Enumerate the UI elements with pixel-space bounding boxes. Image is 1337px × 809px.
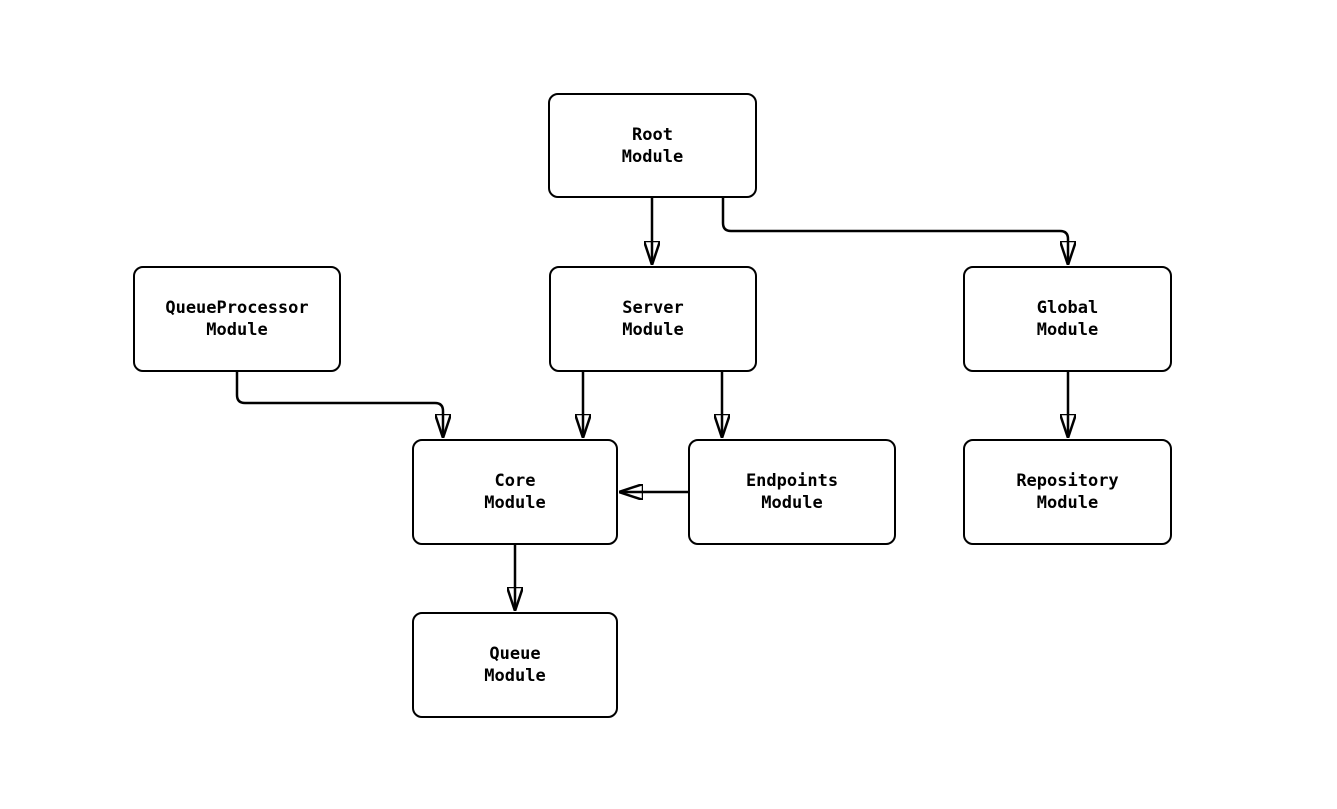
node-repository-module: Repository Module bbox=[963, 439, 1172, 545]
node-label-line: Core bbox=[494, 471, 536, 491]
node-root-module: Root Module bbox=[548, 93, 757, 198]
node-core-module: Core Module bbox=[412, 439, 618, 545]
node-label-line: Root bbox=[632, 124, 673, 145]
node-queue-module: Queue Module bbox=[412, 612, 618, 718]
node-label-line: Server bbox=[622, 298, 684, 318]
edge-root-to-global bbox=[721, 198, 1068, 264]
node-global-module: Global Module bbox=[963, 266, 1172, 372]
node-label-line: Module bbox=[1036, 320, 1099, 340]
node-label-line: Module bbox=[622, 320, 684, 340]
node-label-line: Module bbox=[1036, 493, 1099, 513]
node-label-line: Repository bbox=[1016, 471, 1119, 491]
node-label-line: Module bbox=[484, 493, 546, 513]
node-label-line: Module bbox=[484, 666, 546, 686]
node-label-line: Queue bbox=[489, 644, 541, 664]
node-label-line: Endpoints bbox=[745, 471, 839, 491]
node-label-line: Global bbox=[1036, 298, 1099, 318]
node-endpoints-module: Endpoints Module bbox=[688, 439, 896, 545]
node-label-line: Module bbox=[621, 146, 684, 167]
node-label-line: Module bbox=[761, 493, 823, 513]
node-server-module: Server Module bbox=[549, 266, 757, 372]
node-queueprocessor-module: QueueProcessor Module bbox=[133, 266, 341, 372]
node-label-line: QueueProcessor bbox=[165, 298, 309, 318]
node-label-line: Module bbox=[206, 320, 268, 340]
edge-queueprocessor-to-core bbox=[235, 372, 443, 437]
